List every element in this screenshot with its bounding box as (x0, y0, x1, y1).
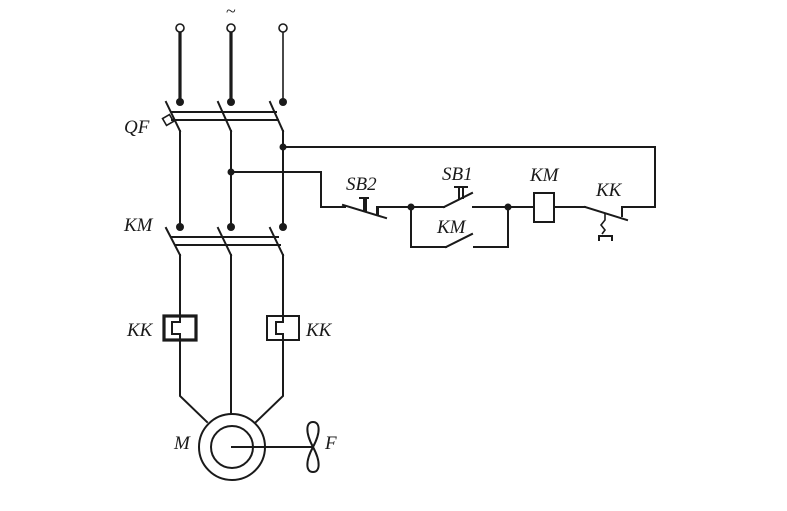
junction (176, 98, 184, 106)
junction (227, 98, 235, 106)
motor-label: M (173, 433, 191, 454)
kk-left-label: KK (126, 320, 154, 341)
thermal-relay-right: KK (266, 315, 333, 391)
coil-box (533, 192, 555, 223)
fan-icon (306, 420, 320, 474)
main-contactor-km: KM (123, 215, 287, 391)
sb2-label: SB2 (346, 174, 377, 195)
junction (227, 223, 235, 231)
terminal-l3 (278, 23, 288, 33)
ac-supply-symbol: ~ (226, 1, 236, 21)
kk-contact-label: KK (595, 180, 623, 201)
sb1-label: SB1 (442, 164, 473, 185)
kk-right-label: KK (305, 320, 333, 341)
junction (279, 98, 287, 106)
junction (176, 223, 184, 231)
terminal-l1 (175, 23, 185, 33)
km-coil-label: KM (529, 165, 560, 186)
km-hold-label: KM (436, 217, 467, 238)
supply-terminals: ~ (175, 1, 288, 106)
contactor-coil-km: KM (507, 165, 586, 223)
start-button-sb1: SB1 (410, 164, 509, 209)
control-circuit: SB2 SB1 KM KM (227, 143, 656, 249)
fan-label: F (324, 433, 337, 454)
km-main-label: KM (123, 215, 154, 236)
motor-m: M (173, 389, 314, 481)
terminal-l2 (226, 23, 236, 33)
overload-contact-kk: KK (583, 180, 629, 241)
qf-label: QF (124, 117, 150, 138)
thermal-relay-left: KK (126, 314, 198, 391)
junction (279, 223, 287, 231)
stop-button-sb2: SB2 (341, 174, 412, 220)
fan-f: F (306, 420, 337, 474)
breaker-trip-icon (161, 113, 175, 127)
circuit-breaker-qf: QF (124, 100, 285, 226)
hold-contact-km: KM (410, 206, 509, 249)
